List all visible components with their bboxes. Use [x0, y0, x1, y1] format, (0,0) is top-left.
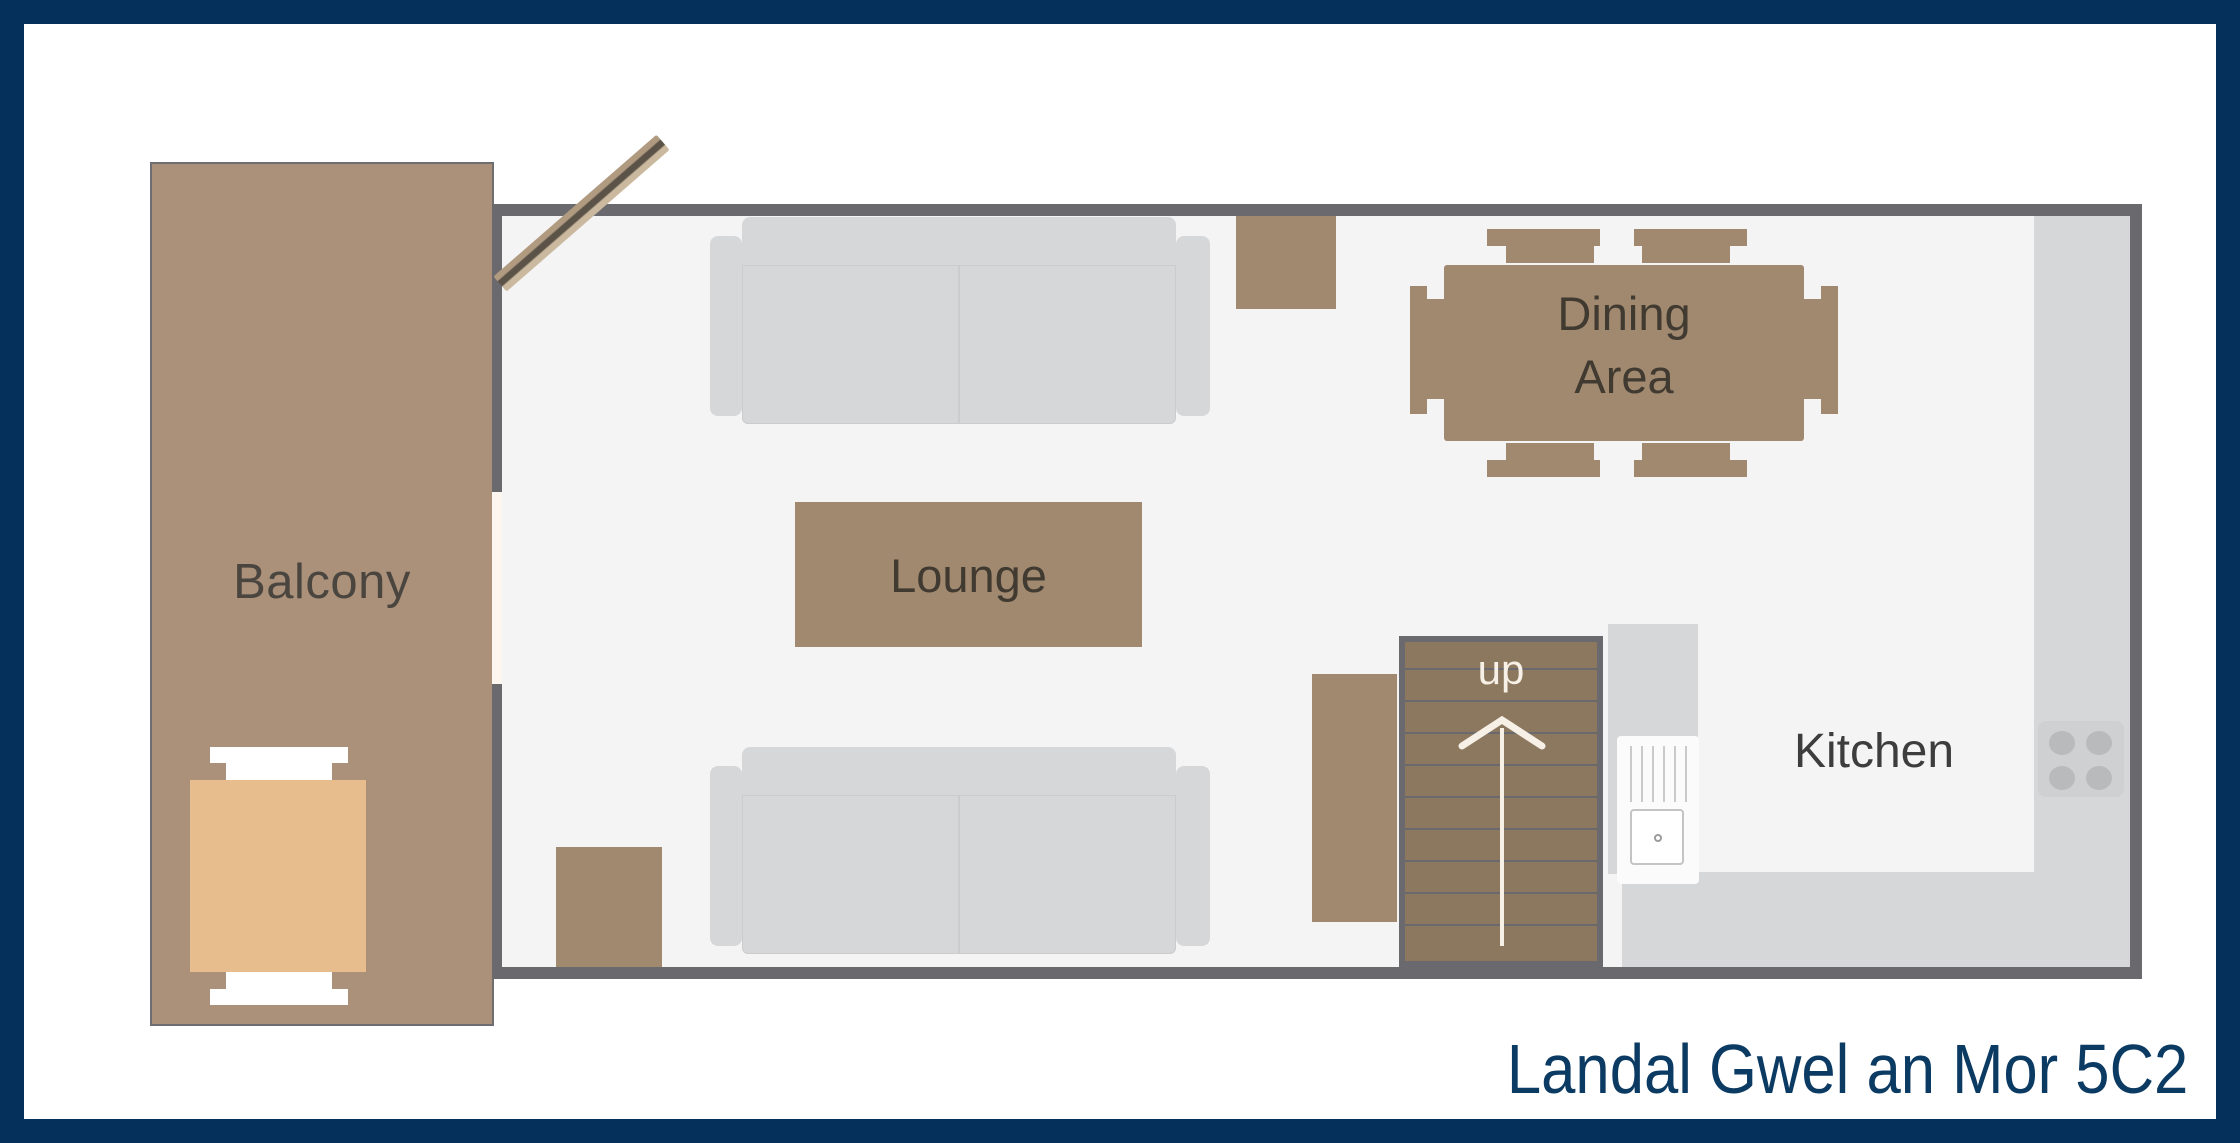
- sofa-top-arm-left: [710, 236, 742, 416]
- floorplan-canvas: Balcony Lounge: [24, 24, 2216, 1119]
- dining-chair-right-back: [1821, 286, 1838, 414]
- wall-bottom: [492, 967, 2142, 979]
- wall-top: [492, 204, 2142, 216]
- sink-drainboard-groove: [1652, 746, 1654, 802]
- sofa-bottom-cushion-right: [959, 795, 1176, 954]
- sink-drainboard-groove: [1641, 746, 1643, 802]
- balcony-chair-top-back: [210, 747, 348, 763]
- dining-chair-left-seat: [1427, 299, 1444, 399]
- page-title: Landal Gwel an Mor 5C2: [1506, 1030, 2188, 1108]
- side-table-bottom-left: [556, 847, 662, 967]
- balcony-table: [190, 780, 366, 972]
- sofa-bottom-arm-left: [710, 766, 742, 946]
- sofa-bottom-arm-right: [1176, 766, 1210, 946]
- dining-chair-top-1-seat: [1506, 246, 1594, 263]
- sofa-bottom-backrest: [742, 747, 1176, 795]
- cabinet-beside-stairs: [1312, 674, 1397, 922]
- dining-chair-bottom-2-back: [1634, 460, 1747, 477]
- side-table-top: [1236, 216, 1336, 309]
- hob-burner-icon: [2049, 731, 2075, 755]
- dining-chair-bottom-1-back: [1487, 460, 1600, 477]
- dining-chair-right-seat: [1804, 299, 1821, 399]
- balcony-chair-bottom-back: [210, 989, 348, 1005]
- sink-drainboard-groove: [1663, 746, 1665, 802]
- dining-chair-bottom-2-seat: [1642, 443, 1730, 460]
- sink-drainboard-groove: [1674, 746, 1676, 802]
- stair-step: [1405, 668, 1597, 670]
- sofa-top-backrest: [742, 217, 1176, 265]
- sink-drainboard-groove: [1630, 746, 1632, 802]
- balcony-chair-top-seat: [226, 763, 332, 780]
- hob-burner-icon: [2049, 766, 2075, 790]
- dining-chair-left-back: [1410, 286, 1427, 414]
- sofa-top-arm-right: [1176, 236, 1210, 416]
- kitchen-sink-drain-icon: [1654, 834, 1662, 842]
- kitchen-label: Kitchen: [1793, 725, 1955, 778]
- wall-right: [2130, 204, 2142, 979]
- dining-chair-top-2-seat: [1642, 246, 1730, 263]
- wall-left-upper: [492, 204, 502, 492]
- dining-chair-top-1-back: [1487, 229, 1600, 246]
- lounge-label-block: [795, 502, 1142, 647]
- dining-table: [1444, 265, 1804, 441]
- balcony-chair-bottom-seat: [226, 972, 332, 989]
- stair-step: [1405, 700, 1597, 702]
- wall-left-lower: [492, 684, 502, 979]
- stairs-up-label: up: [1477, 646, 1525, 693]
- balcony-label: Balcony: [233, 555, 411, 609]
- dining-area-label-line1: Dining: [1557, 287, 1691, 340]
- lounge-label: Lounge: [890, 549, 1047, 602]
- balcony-doorway-opening: [492, 492, 502, 684]
- dining-area-label-line2: Area: [1574, 350, 1674, 404]
- sofa-top-cushion-right: [959, 265, 1176, 424]
- kitchen-counter-bottom: [1622, 872, 2130, 967]
- sofa-top-cushion-left: [742, 265, 959, 424]
- kitchen-counter-right: [2034, 216, 2130, 967]
- dining-chair-bottom-1-seat: [1506, 443, 1594, 460]
- sink-drainboard-groove: [1685, 746, 1687, 802]
- hob-burner-icon: [2086, 731, 2112, 755]
- dining-area-label: Dining Area: [1444, 282, 1804, 409]
- kitchen-hob: [2038, 721, 2124, 797]
- stairs-arrow-shaft: [1500, 728, 1504, 946]
- hob-burner-icon: [2086, 766, 2112, 790]
- dining-chair-top-2-back: [1634, 229, 1747, 246]
- sofa-bottom-cushion-left: [742, 795, 959, 954]
- stairs-up-arrow-icon: [1458, 716, 1546, 750]
